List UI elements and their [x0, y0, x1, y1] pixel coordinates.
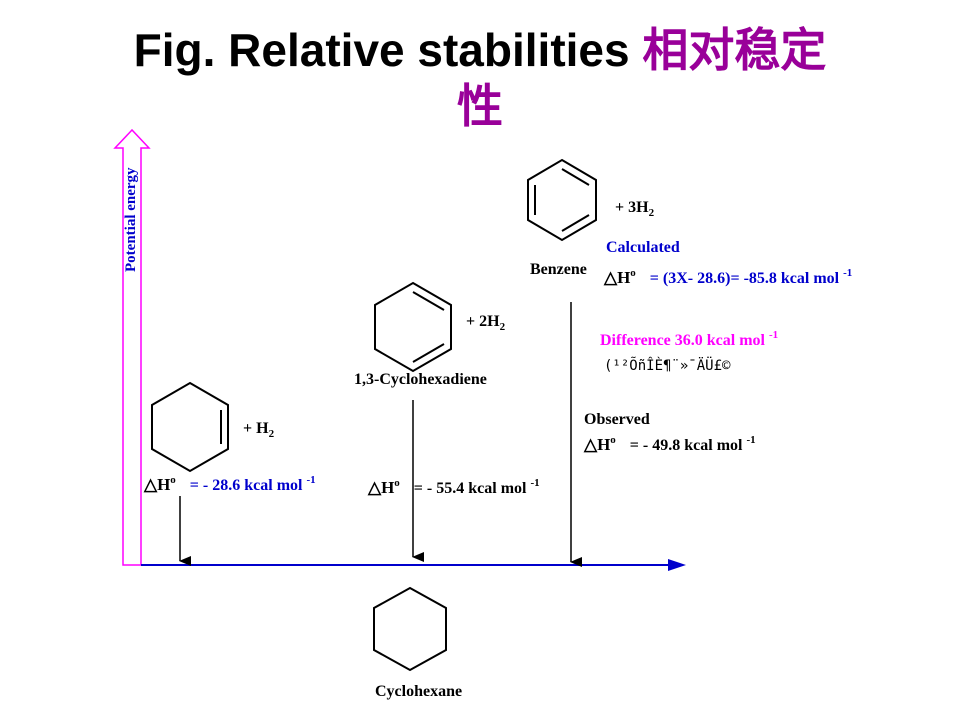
difference-note: (¹²ÕñÎÈ¶¨»¯ÄÜ£©: [604, 356, 731, 374]
title-chinese-line2: 性: [457, 80, 503, 132]
cyclohexane-structure: [373, 586, 447, 672]
cyclohexadiene-reagent: + 2H2: [466, 313, 506, 333]
page-title: Fig. Relative stabilities 相对稳定 性: [0, 22, 960, 134]
cyclohexadiene-dh: △Ho= - 55.4 kcal mol-1: [367, 477, 540, 497]
title-chinese: 相对稳定: [642, 24, 827, 76]
benzene-structure: [527, 158, 597, 242]
cyclohexadiene-structure: [374, 281, 452, 373]
difference-label: Difference 36.0 kcal mol-1: [600, 329, 778, 349]
calculated-dh: △Ho= (3X- 28.6)= -85.8 kcal mol-1: [603, 267, 852, 287]
baseline-axis: [141, 559, 686, 571]
cyclohexadiene-label: 1,3-Cyclohexadiene: [354, 371, 487, 388]
observed-dh: △Ho= - 49.8 kcal mol-1: [583, 434, 756, 454]
potential-energy-axis: Potential energy: [113, 128, 151, 566]
benzene-label: Benzene: [530, 261, 587, 278]
cyclohexene-structure: [151, 381, 229, 473]
cyclohexane-label: Cyclohexane: [375, 683, 462, 700]
cyclohexene-dh: △Ho= - 28.6 kcal mol-1: [143, 474, 316, 494]
calculated-label: Calculated: [606, 239, 680, 256]
benzene-reagent: + 3H2: [615, 199, 655, 219]
title-text: Fig. Relative stabilities: [133, 24, 630, 76]
observed-label: Observed: [584, 411, 650, 428]
cyclohexene-reagent: + H2: [243, 420, 275, 440]
y-axis-label: Potential energy: [123, 167, 139, 272]
